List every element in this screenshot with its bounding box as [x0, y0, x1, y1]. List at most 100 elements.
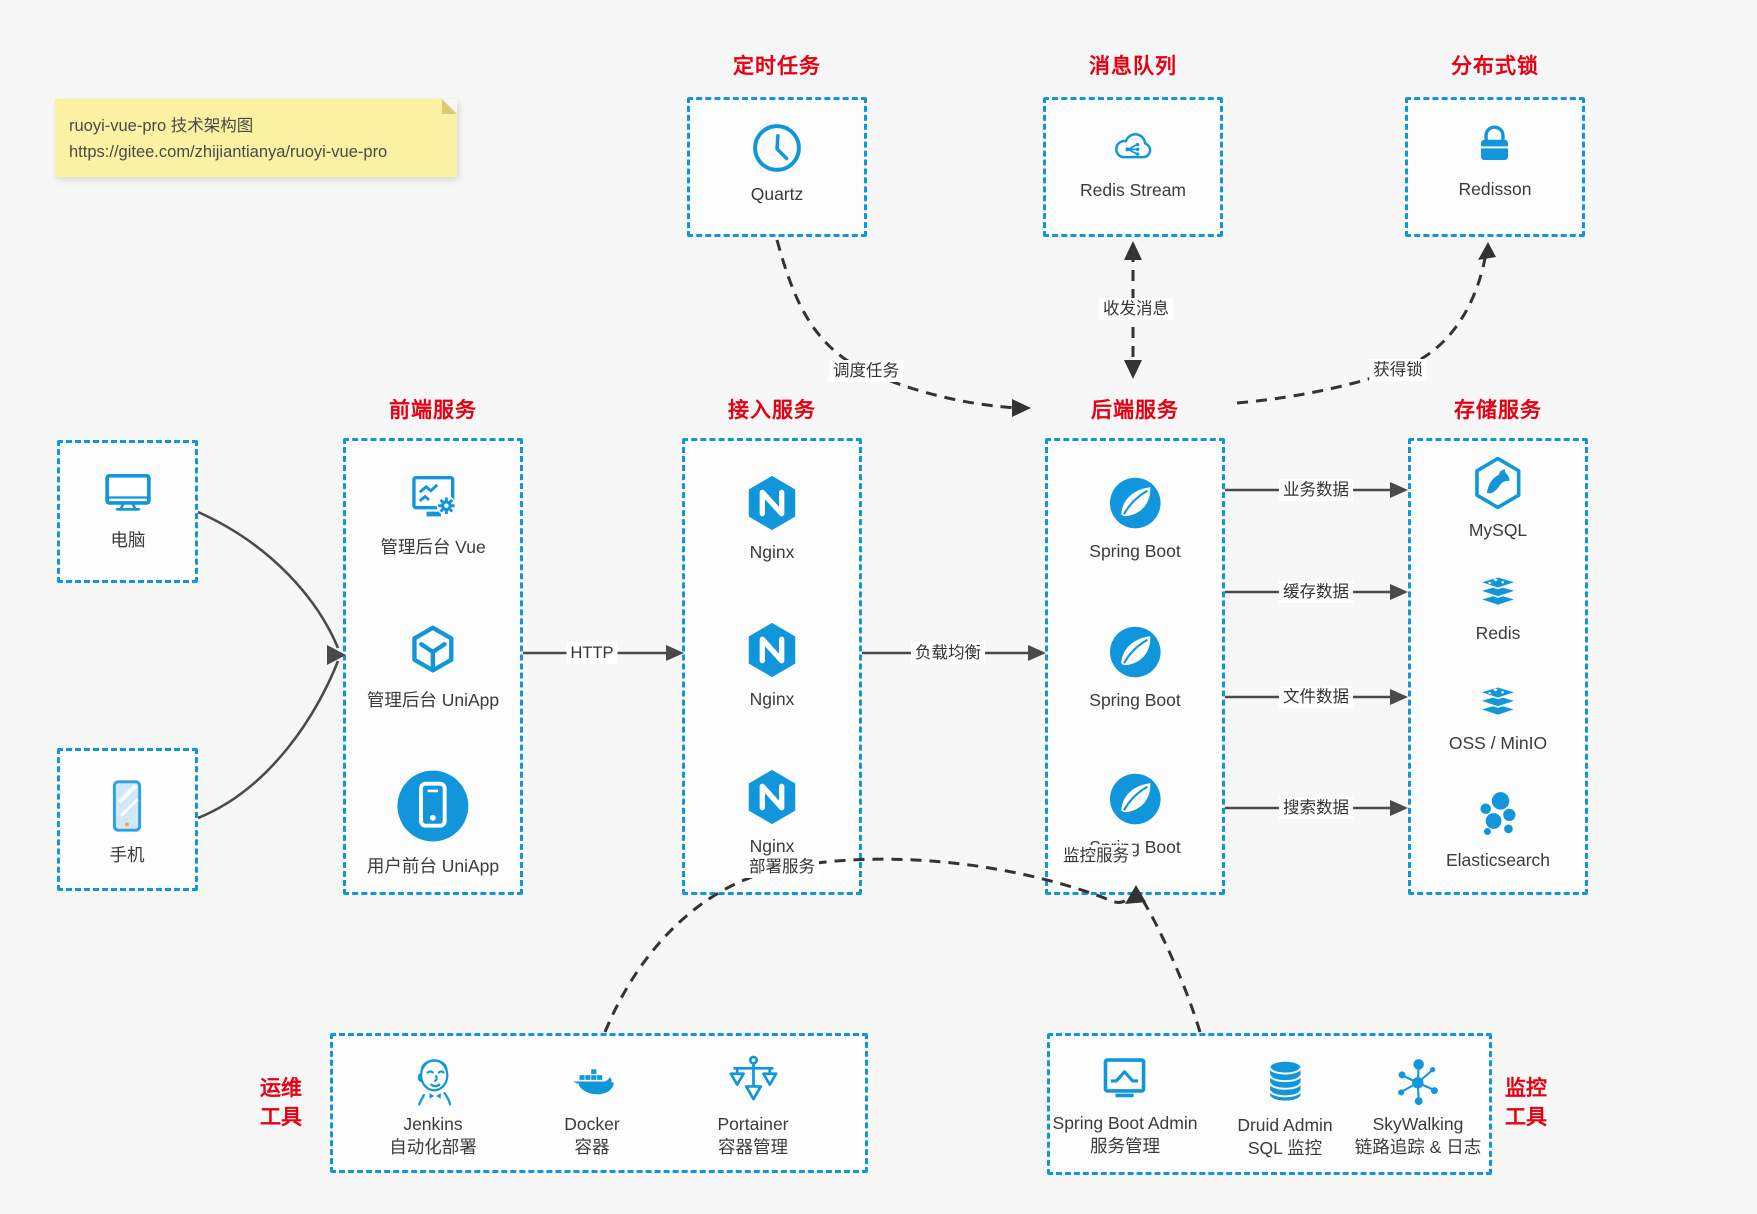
desktop-icon — [99, 464, 157, 522]
node-label: SkyWalking — [1372, 1114, 1464, 1134]
node-pc: 电脑 — [99, 464, 157, 551]
edge-monitor-service — [1139, 896, 1202, 1033]
padlock-icon — [1468, 117, 1522, 171]
spring-boot-icon — [1105, 622, 1165, 682]
edge-pc-to-frontend — [197, 510, 340, 649]
nginx-icon — [741, 472, 803, 534]
node-redis: Redis — [1472, 565, 1524, 644]
spring-boot-icon — [1105, 473, 1165, 533]
edge-label-cache-data: 缓存数据 — [1279, 581, 1353, 603]
spring-boot-icon — [1105, 769, 1165, 829]
screen-gear-icon — [401, 467, 465, 529]
node-redisson: Redisson — [1458, 117, 1532, 200]
monitor-chart-icon — [1096, 1051, 1154, 1109]
group-box-mq — [1043, 97, 1223, 237]
node-label: Nginx — [749, 836, 795, 856]
edge-acquire-lock — [1236, 252, 1488, 405]
node-sublabel: 容器 — [574, 1137, 610, 1157]
group-box-pc — [57, 440, 198, 583]
note-url: https://gitee.com/zhijiantianya/ruoyi-vu… — [69, 143, 388, 161]
node-spring-boot-admin: Spring Boot Admin 服务管理 — [1052, 1051, 1198, 1157]
sticky-note: ruoyi-vue-pro 技术架构图 https://gitee.com/zh… — [55, 99, 457, 177]
nginx-icon — [741, 619, 803, 681]
group-box-scheduler — [687, 97, 867, 237]
title-scheduler: 定时任务 — [733, 55, 821, 78]
database-icon — [1258, 1055, 1312, 1109]
node-jenkins: Jenkins 自动化部署 — [389, 1050, 477, 1158]
title-monitoring: 监控 工具 — [1505, 1074, 1547, 1132]
node-mysql: MySQL — [1469, 454, 1527, 541]
nginx-icon — [741, 766, 803, 828]
node-label: Nginx — [749, 689, 795, 709]
node-label: Elasticsearch — [1445, 850, 1551, 870]
edge-label-deploy: 部署服务 — [745, 856, 819, 878]
edge-label-search-data: 搜索数据 — [1279, 797, 1353, 819]
node-sublabel: 容器管理 — [717, 1137, 788, 1157]
node-quartz: Quartz — [749, 120, 805, 205]
title-frontend: 前端服务 — [389, 399, 477, 422]
edge-label-monitor: 监控服务 — [1059, 845, 1133, 867]
node-label: Docker — [564, 1114, 620, 1134]
node-label: 管理后台 UniApp — [366, 690, 500, 710]
mobile-icon — [96, 775, 158, 837]
edge-label-business-data: 业务数据 — [1279, 479, 1353, 501]
node-label: Quartz — [750, 184, 804, 204]
cloud-share-icon — [1106, 122, 1160, 172]
portainer-scale-icon — [724, 1052, 782, 1110]
title-mq: 消息队列 — [1089, 55, 1177, 78]
note-title: ruoyi-vue-pro 技术架构图 — [69, 117, 254, 135]
node-docker: Docker 容器 — [564, 1058, 620, 1158]
title-ops: 运维 工具 — [260, 1074, 302, 1132]
title-ops-line2: 工具 — [260, 1106, 302, 1129]
node-label: 电脑 — [110, 530, 146, 550]
elasticsearch-icon — [1470, 786, 1526, 842]
node-spring-boot-2: Spring Boot — [1089, 622, 1181, 711]
node-uniapp-user: 用户前台 UniApp — [367, 764, 499, 877]
node-label: Nginx — [749, 542, 795, 562]
node-skywalking: SkyWalking 链路追踪 & 日志 — [1355, 1053, 1481, 1158]
node-elasticsearch: Elasticsearch — [1446, 786, 1550, 871]
edge-label-http: HTTP — [566, 642, 618, 664]
docker-whale-icon — [564, 1058, 620, 1108]
node-sublabel: SQL 监控 — [1247, 1138, 1323, 1158]
title-monitoring-line1: 监控 — [1505, 1077, 1547, 1100]
edge-phone-to-frontend — [197, 660, 340, 820]
node-nginx-3: Nginx — [741, 766, 803, 857]
node-vue-admin: 管理后台 Vue — [380, 467, 486, 558]
edge-label-load-balance: 负载均衡 — [911, 642, 985, 664]
node-redis-stream: Redis Stream — [1080, 122, 1186, 201]
node-label: Spring Boot — [1089, 690, 1181, 710]
node-label: 管理后台 Vue — [380, 537, 486, 557]
phone-circle-icon — [391, 764, 475, 848]
edge-label-schedule: 调度任务 — [829, 360, 903, 382]
node-cluster-icon — [1390, 1053, 1446, 1109]
oss-stack-icon — [1472, 675, 1524, 725]
node-phone: 手机 — [96, 775, 158, 866]
node-nginx-1: Nginx — [741, 472, 803, 563]
mysql-icon — [1469, 454, 1527, 512]
node-sublabel: 自动化部署 — [389, 1137, 477, 1157]
node-label: Druid Admin — [1237, 1115, 1333, 1135]
node-label: Spring Boot Admin — [1052, 1113, 1198, 1133]
node-label: Redisson — [1458, 179, 1532, 199]
node-label: Portainer — [717, 1114, 789, 1134]
node-spring-boot-1: Spring Boot — [1089, 473, 1181, 562]
edge-schedule-task — [775, 239, 1017, 410]
title-backend: 后端服务 — [1091, 399, 1179, 422]
node-druid-admin: Druid Admin SQL 监控 — [1237, 1055, 1333, 1159]
node-label: Spring Boot — [1089, 541, 1181, 561]
group-box-lock — [1405, 97, 1585, 237]
title-gateway: 接入服务 — [728, 399, 816, 422]
edge-label-acquire-lock: 获得锁 — [1369, 359, 1427, 381]
node-oss-minio: OSS / MinIO — [1449, 675, 1547, 754]
edge-label-messages: 收发消息 — [1099, 298, 1173, 320]
node-label: Redis Stream — [1079, 180, 1187, 200]
edge-label-file-data: 文件数据 — [1279, 686, 1353, 708]
node-portainer: Portainer 容器管理 — [717, 1052, 789, 1158]
cube-icon — [402, 620, 464, 682]
node-sublabel: 链路追踪 & 日志 — [1354, 1137, 1482, 1157]
node-uniapp-admin: 管理后台 UniApp — [367, 620, 499, 711]
title-ops-line1: 运维 — [260, 1077, 302, 1100]
clock-icon — [749, 120, 805, 176]
